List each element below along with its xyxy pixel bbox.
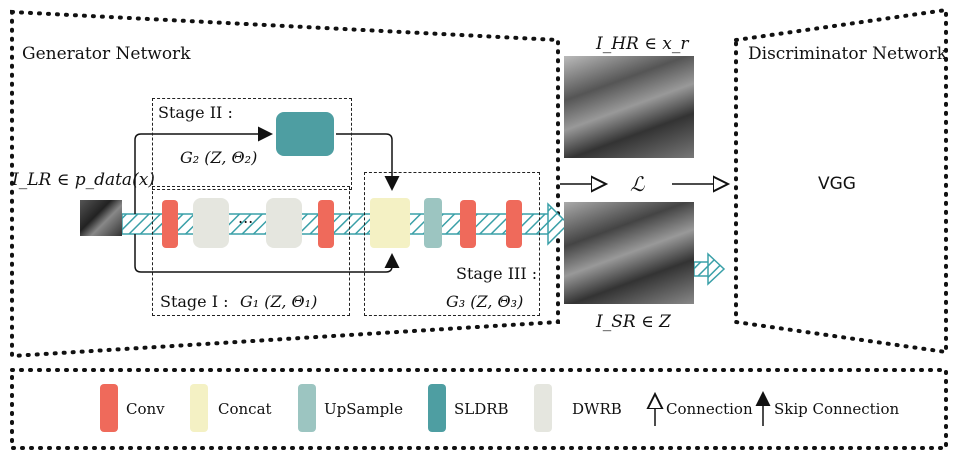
loss-symbol: ℒ (630, 172, 645, 196)
stage1-label: Stage I : (160, 292, 229, 311)
main-pipe-arrowhead (547, 202, 570, 246)
legend-skip-label: Skip Connection (774, 400, 900, 418)
sr-image (564, 202, 694, 304)
stage3-concat (370, 198, 410, 248)
stage3-box (364, 172, 540, 316)
stage3-upsample (424, 198, 442, 248)
input-lr-label: I_LR ∈ p_data(x) (12, 170, 155, 190)
skip-stage2-to-concat (336, 133, 400, 191)
legend-upsample-label: UpSample (324, 400, 403, 418)
legend-frame (10, 368, 948, 450)
discriminator-vgg: VGG (818, 174, 856, 194)
skip-bottom-to-concat (134, 234, 400, 273)
legend-dwrb-swatch (534, 384, 552, 432)
stage1-dwrb-1 (193, 198, 229, 248)
stage2-box (152, 98, 352, 190)
legend-concat-swatch (190, 384, 208, 432)
stage2-label: Stage II : (158, 103, 233, 122)
generator-frame (10, 9, 560, 359)
stage1-box (152, 186, 350, 316)
stage2-sldrb-block (276, 112, 334, 156)
stage3-conv-1 (460, 200, 476, 248)
hr-label: I_HR ∈ x_r (596, 34, 689, 54)
legend-concat-label: Concat (218, 400, 272, 418)
skip-to-stage2 (134, 126, 273, 214)
discriminator-title: Discriminator Network (748, 44, 948, 64)
sr-label: I_SR ∈ Z (596, 312, 671, 332)
legend-dwrb-label: DWRB (572, 400, 622, 418)
hr-image (564, 56, 694, 158)
sr-to-disc-arrowhead (707, 252, 726, 286)
legend-sldrb-label: SLDRB (454, 400, 509, 418)
input-lr-image (80, 200, 122, 236)
stage1-conv-2 (318, 200, 334, 248)
stage1-dwrb-2 (266, 198, 302, 248)
stage1-ellipsis: ... (238, 208, 254, 227)
legend-connection-label: Connection (666, 400, 753, 418)
generator-title: Generator Network (22, 44, 191, 64)
stage3-conv-2 (506, 200, 522, 248)
stage3-label: Stage III : (456, 264, 538, 283)
legend-sldrb-swatch (428, 384, 446, 432)
legend-conv-swatch (100, 384, 118, 432)
stage1-conv-1 (162, 200, 178, 248)
stage2-function: G₂ (Z, Θ₂) (180, 148, 258, 167)
stage1-function: G₁ (Z, Θ₁) (240, 292, 318, 311)
legend-upsample-swatch (298, 384, 316, 432)
stage3-function: G₃ (Z, Θ₃) (446, 292, 524, 311)
legend-conv-label: Conv (126, 400, 165, 418)
